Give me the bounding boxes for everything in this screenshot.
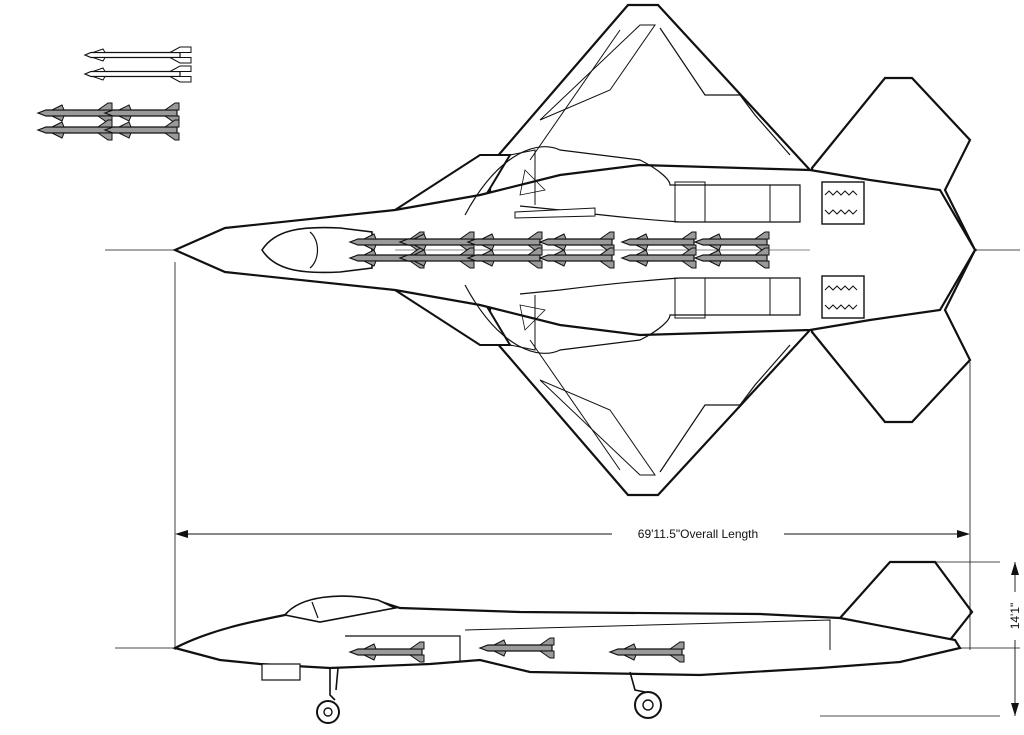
side-view bbox=[115, 560, 1020, 724]
nose-landing-gear bbox=[316, 667, 340, 724]
height-label: 14'1" bbox=[1008, 603, 1022, 630]
overall-length-label: 69'11.5"Overall Length bbox=[638, 527, 758, 541]
top-view bbox=[105, 3, 1020, 497]
ordnance-detail bbox=[37, 46, 192, 141]
dimension-lines bbox=[174, 262, 1024, 717]
main-landing-gear bbox=[629, 671, 662, 719]
